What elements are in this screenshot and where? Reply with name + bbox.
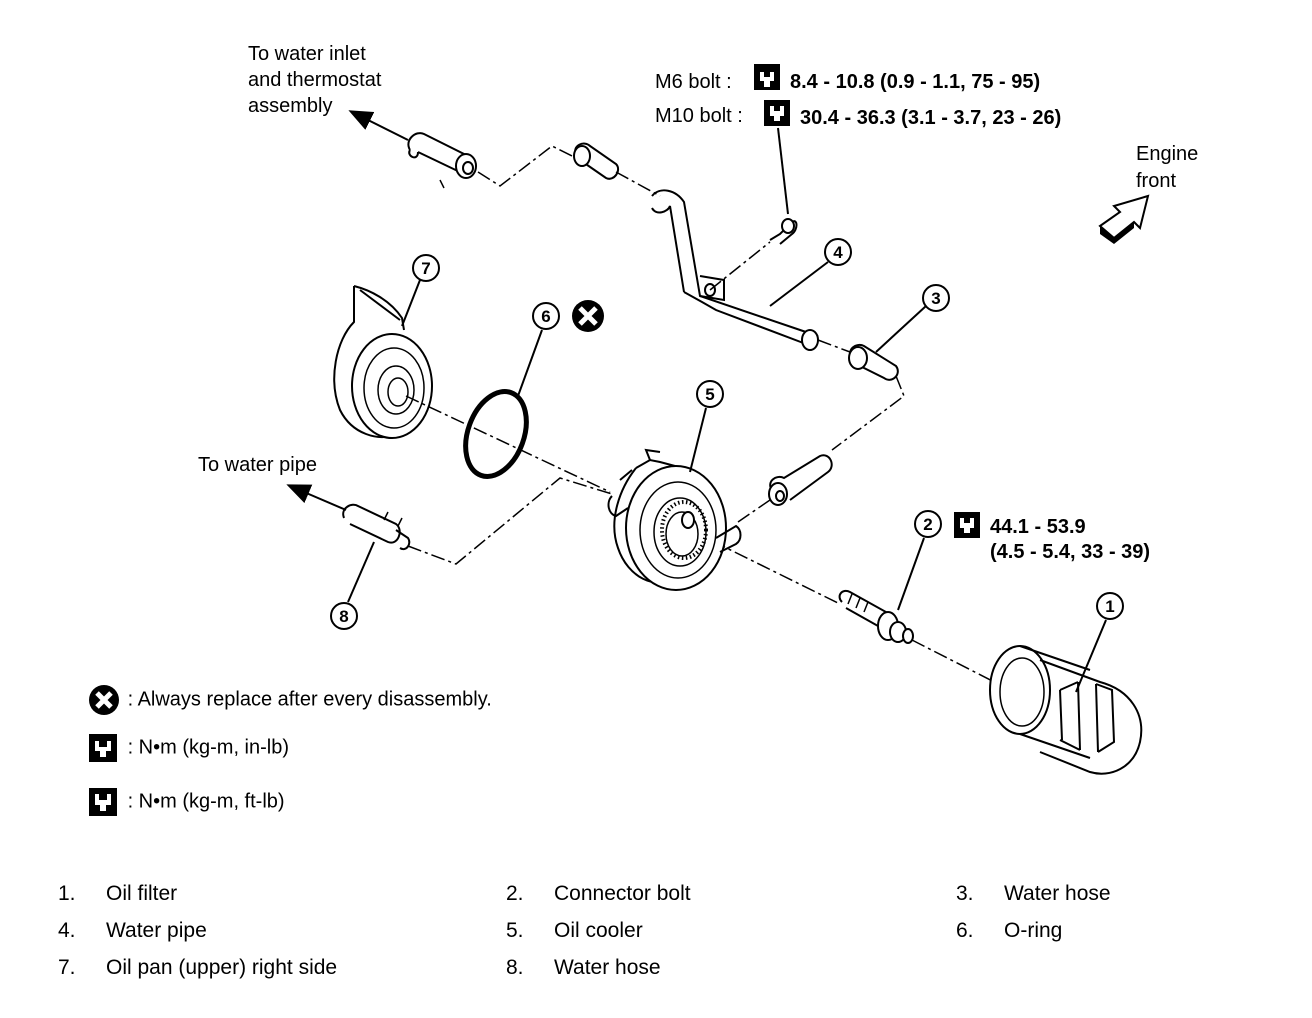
part-number: 8. [506,956,524,979]
arrow-to-water-pipe [286,484,347,511]
water-hose-8 [342,503,411,550]
water-hose-3 [848,344,899,381]
part-number: 3. [956,882,974,905]
replace-x-icon [89,685,119,715]
callout-4-circle [824,238,852,266]
callout-1: 1 [1105,597,1114,616]
callout-1-circle [1096,592,1124,620]
part-item: 5. Oil cooler [506,919,643,943]
callout-3: 3 [931,289,940,308]
callout-7-circle [412,254,440,282]
part-item: 4. Water pipe [58,919,207,943]
part-name: Water hose [1004,882,1111,905]
connector-torque-line1: 44.1 - 53.9 [990,516,1086,538]
label-to-water-inlet-line2: and thermostat [248,69,382,91]
part-item: 7. Oil pan (upper) right side [58,956,337,980]
label-m6-bolt: M6 bolt : [655,71,732,93]
part-item: 2. Connector bolt [506,882,691,906]
part-item: 1. Oil filter [58,882,177,906]
leader-m10-bolt [777,127,789,215]
leader-2 [897,537,925,611]
torque-wrench-inlb-icon [754,64,780,90]
leader-3 [875,305,927,353]
dash-line-pipe-top [615,171,661,197]
connector-bolt [838,590,914,644]
oil-pan-upper [333,285,433,439]
legend-nm-ftlb: : N•m (kg-m, ft-lb) [86,786,285,818]
callout-7: 7 [421,259,430,278]
part-name: Oil pan (upper) right side [106,956,338,979]
legend-replace: : Always replace after every disassembly… [86,684,492,716]
part-item: 3. Water hose [956,882,1111,906]
part-number: 4. [58,919,76,942]
part-number: 6. [956,919,974,942]
leader-4 [769,261,829,307]
dash-line-hose-3-down [831,375,905,451]
leader-6 [517,329,543,397]
water-hose-upper-left [407,132,477,189]
dash-axis-upper [405,395,611,493]
part-item: 8. Water hose [506,956,661,980]
legend-nm-ftlb-text: : N•m (kg-m, ft-lb) [127,790,285,813]
engine-front-arrow-icon [1098,194,1150,244]
callout-8-circle [330,602,358,630]
label-engine-front-line2: front [1136,170,1176,192]
callout-2: 2 [923,515,932,534]
callout-5-circle [696,380,724,408]
callout-8: 8 [339,607,348,626]
label-to-water-inlet-line1: To water inlet [248,43,366,65]
m6-torque-value: 8.4 - 10.8 (0.9 - 1.1, 75 - 95) [790,71,1040,93]
leader-5 [689,407,707,473]
dash-line-cooler-hose [737,499,771,523]
dash-line-bolt [709,241,771,291]
callout-5: 5 [705,385,714,404]
callout-6: 6 [541,307,550,326]
water-hose-cooler [768,454,833,506]
callout-3-circle [922,284,950,312]
connector-torque-line2: (4.5 - 5.4, 33 - 39) [990,541,1150,563]
part-name: Oil cooler [554,919,643,942]
arrow-to-water-inlet [348,110,409,141]
o-ring [463,389,529,479]
replace-x-icon-callout [572,300,604,332]
dash-line-upper-hose [477,145,581,187]
part-name: Connector bolt [554,882,691,905]
callout-4: 4 [833,243,843,262]
label-engine-front-line1: Engine [1136,143,1198,165]
label-to-water-inlet-line3: assembly [248,95,332,117]
oil-filter [989,645,1143,775]
label-m10-bolt: M10 bolt : [655,105,743,127]
m6-bolt-part [769,218,798,245]
legend-nm-inlb: : N•m (kg-m, in-lb) [86,732,289,764]
torque-wrench-ftlb-icon-connector [954,512,980,538]
torque-wrench-ftlb-icon-m10 [764,100,790,126]
m10-torque-value: 30.4 - 36.3 (3.1 - 3.7, 23 - 26) [800,107,1061,129]
legend-nm-inlb-text: : N•m (kg-m, in-lb) [127,736,290,759]
leader-1 [1075,619,1107,693]
callout-6-circle [532,302,560,330]
part-name: O-ring [1004,919,1063,942]
leader-8 [347,541,375,603]
dash-line-hose-3 [817,339,851,353]
part-name: Water pipe [106,919,207,942]
legend-replace-text: : Always replace after every disassembly… [127,688,492,711]
part-number: 7. [58,956,76,979]
leader-7 [401,279,421,327]
part-number: 2. [506,882,524,905]
dash-line-hose-8 [407,477,613,565]
callout-2-circle [914,510,942,538]
dash-axis-lower [911,639,1011,691]
part-number: 1. [58,882,76,905]
part-name: Oil filter [106,882,178,905]
part-name: Water hose [554,956,661,979]
part-item: 6. O-ring [956,919,1062,943]
torque-wrench-inlb-icon [89,734,117,762]
water-pipe [651,189,819,351]
part-number: 5. [506,919,524,942]
torque-wrench-ftlb-icon [89,788,117,816]
label-to-water-pipe: To water pipe [198,454,317,476]
water-hose-pipe-top [573,142,620,180]
oil-cooler [607,448,742,591]
